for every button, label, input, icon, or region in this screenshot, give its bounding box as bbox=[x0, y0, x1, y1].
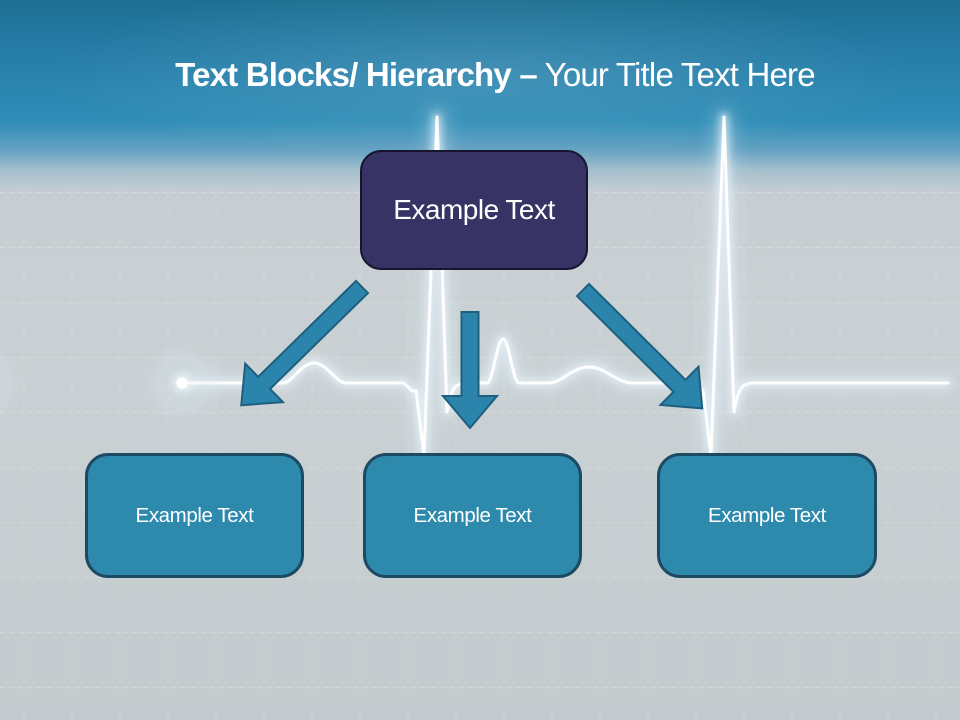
arrow-down-right-icon bbox=[575, 282, 704, 410]
hierarchy-child-box-1[interactable]: Example Text bbox=[85, 453, 304, 578]
root-box-label: Example Text bbox=[393, 194, 555, 225]
arrow-down-left-icon bbox=[240, 279, 370, 407]
child-box-label: Example Text bbox=[708, 503, 826, 527]
hierarchy-root-box[interactable]: Example Text bbox=[360, 150, 588, 270]
slide-title[interactable]: Text Blocks/ Hierarchy – Your Title Text… bbox=[15, 51, 960, 99]
slide-title-regular: Your Title Text Here bbox=[536, 56, 816, 93]
arrow-down-icon bbox=[440, 311, 500, 430]
child-box-label: Example Text bbox=[413, 503, 532, 527]
ekg-glow-dot bbox=[176, 377, 188, 389]
hierarchy-child-box-3[interactable]: Example Text bbox=[657, 453, 877, 578]
child-box-label: Example Text bbox=[135, 503, 254, 527]
ekg-edge-halo bbox=[0, 343, 28, 423]
slide-title-bold: Text Blocks/ Hierarchy – bbox=[175, 56, 538, 93]
hierarchy-child-box-2[interactable]: Example Text bbox=[363, 453, 582, 578]
dotted-grid bbox=[0, 185, 960, 720]
